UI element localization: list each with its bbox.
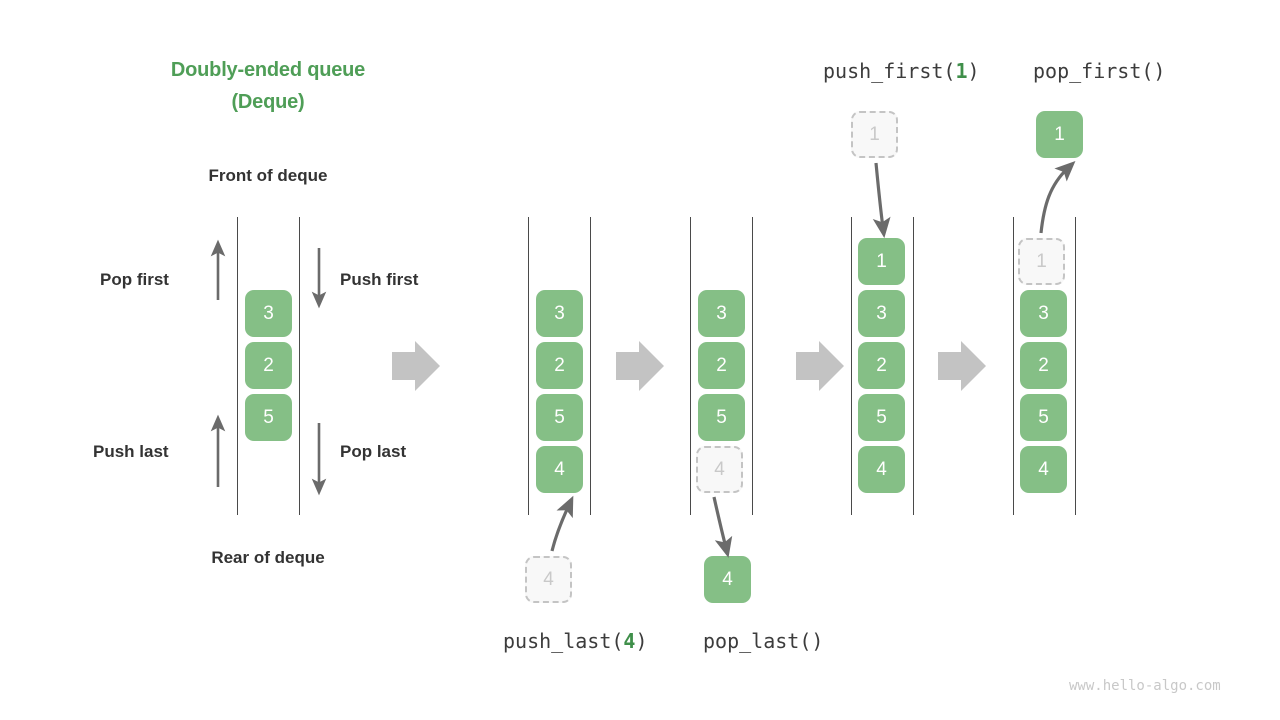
- rail-left: [528, 217, 529, 515]
- push-last-motion-arrow-icon: [550, 495, 574, 552]
- rail-left: [851, 217, 852, 515]
- node-box: 5: [1020, 394, 1067, 441]
- push-last-op-arg: 4: [623, 629, 636, 653]
- node-box: 5: [858, 394, 905, 441]
- front-of-deque-label: Front of deque: [208, 166, 328, 185]
- block-arrow-icon: [938, 341, 986, 391]
- push-first-op-arg: 1: [955, 59, 968, 83]
- node-box: 5: [698, 394, 745, 441]
- push-first-op-name: push_first(: [823, 59, 956, 83]
- incoming-node-box: 1: [851, 111, 898, 158]
- outgoing-node-box: 4: [704, 556, 751, 603]
- watermark: www.hello-algo.com: [1069, 678, 1221, 694]
- pop-first-label: Pop first: [100, 270, 169, 289]
- rail-right: [913, 217, 914, 515]
- rail-right: [299, 217, 300, 515]
- block-arrow-icon: [796, 341, 844, 391]
- outgoing-node-box: 1: [1036, 111, 1083, 158]
- node-box: 3: [245, 290, 292, 337]
- block-arrow-icon: [616, 341, 664, 391]
- rail-right: [1075, 217, 1076, 515]
- push-first-op-close: ): [967, 59, 980, 83]
- rail-left: [690, 217, 691, 515]
- pop-first-operation: pop_first(): [1033, 59, 1166, 83]
- node-box: 4: [696, 446, 743, 493]
- node-box: 3: [698, 290, 745, 337]
- push-last-operation: push_last(4): [503, 629, 648, 653]
- node-box: 1: [1018, 238, 1065, 285]
- rail-right: [752, 217, 753, 515]
- node-box: 4: [1020, 446, 1067, 493]
- pop-first-motion-arrow-icon: [1039, 160, 1076, 234]
- node-box: 4: [858, 446, 905, 493]
- node-box: 2: [245, 342, 292, 389]
- node-box: 3: [1020, 290, 1067, 337]
- node-box: 4: [536, 446, 583, 493]
- node-box: 3: [858, 290, 905, 337]
- rail-right: [590, 217, 591, 515]
- node-box: 2: [1020, 342, 1067, 389]
- node-box: 3: [536, 290, 583, 337]
- rail-left: [1013, 217, 1014, 515]
- incoming-node-box: 4: [525, 556, 572, 603]
- block-arrow-icon: [392, 341, 440, 391]
- node-box: 5: [245, 394, 292, 441]
- title-line-2: (Deque): [231, 91, 305, 113]
- node-box: 1: [858, 238, 905, 285]
- push-last-op-close: ): [635, 629, 648, 653]
- push-last-label: Push last: [93, 442, 169, 461]
- node-box: 2: [536, 342, 583, 389]
- push-last-op-name: push_last(: [503, 629, 624, 653]
- pop-last-operation: pop_last(): [703, 629, 824, 653]
- title-line-1: Doubly-ended queue: [170, 59, 366, 81]
- push-first-motion-arrow-icon: [872, 162, 891, 239]
- diagram-title: Doubly-ended queue (Deque): [143, 60, 393, 112]
- node-box: 2: [698, 342, 745, 389]
- node-box: 2: [858, 342, 905, 389]
- pop-last-label: Pop last: [340, 442, 407, 461]
- rail-left: [237, 217, 238, 515]
- pop-last-motion-arrow-icon: [712, 496, 733, 558]
- node-box: 5: [536, 394, 583, 441]
- push-first-operation: push_first(1): [823, 59, 980, 83]
- push-first-label: Push first: [340, 270, 419, 289]
- rear-of-deque-label: Rear of deque: [211, 548, 325, 567]
